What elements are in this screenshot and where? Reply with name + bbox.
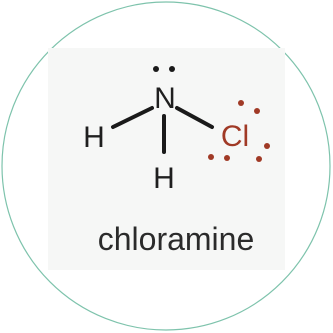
atom-chlorine: Cl [221, 120, 249, 153]
molecule-name: chloramine [98, 221, 255, 257]
lone-pair-electron [254, 108, 260, 114]
background-panel [48, 48, 285, 270]
lone-pair-electron [264, 143, 270, 149]
nitrogen-lone-pair [153, 66, 175, 72]
atom-nitrogen: N [154, 82, 176, 115]
bond-n-h-left [111, 106, 154, 129]
chlorine-lone-pairs [208, 100, 270, 162]
lone-pair-electron [208, 154, 214, 160]
lone-pair-electron [153, 66, 159, 72]
atom-hydrogen-bottom: H [153, 162, 175, 195]
bond-n-cl [175, 106, 214, 129]
lone-pair-electron [224, 155, 230, 161]
lone-pair-electron [238, 100, 244, 106]
atom-hydrogen-left: H [83, 121, 105, 154]
lone-pair-electron [256, 156, 262, 162]
lone-pair-electron [169, 66, 175, 72]
